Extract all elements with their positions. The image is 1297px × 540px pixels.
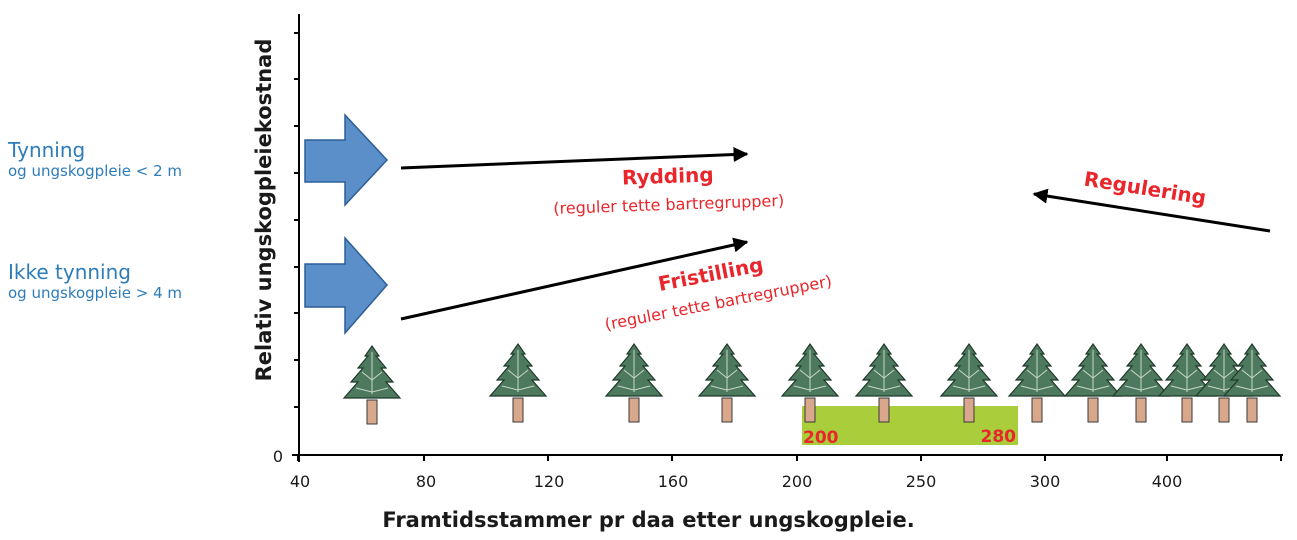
x-tick-label: 300 bbox=[1030, 472, 1061, 491]
x-tick-label: 80 bbox=[416, 472, 436, 491]
rydding-title: Rydding bbox=[622, 162, 714, 189]
fristilling-arrow bbox=[400, 237, 749, 321]
ikke-tynning-label: Ikke tynning bbox=[8, 260, 131, 284]
spruce-tree-icon bbox=[605, 343, 663, 423]
block-arrow-icon bbox=[304, 236, 389, 335]
rydding-subtitle: (reguler tette bartregrupper) bbox=[553, 191, 784, 218]
target-range-end: 280 bbox=[981, 427, 1017, 447]
tynning-label-group: Tynning og ungskogpleie < 2 m bbox=[8, 138, 182, 180]
spruce-tree-icon bbox=[1064, 343, 1122, 423]
x-tick-label: 120 bbox=[534, 472, 565, 491]
y-origin-label: 0 bbox=[273, 447, 283, 466]
y-axis-label: Relativ ungskogpleiekostnad bbox=[252, 38, 276, 382]
x-tick-label: 400 bbox=[1152, 472, 1183, 491]
target-range-start: 200 bbox=[803, 428, 839, 448]
spruce-tree-icon bbox=[698, 343, 756, 423]
x-tick-label: 200 bbox=[782, 472, 813, 491]
trees bbox=[343, 343, 1281, 425]
spruce-tree-icon bbox=[489, 343, 547, 423]
rydding-arrow bbox=[400, 147, 749, 170]
spruce-tree-icon bbox=[343, 345, 401, 425]
spruce-tree-icon bbox=[1112, 343, 1170, 423]
x-tick-label: 160 bbox=[658, 472, 689, 491]
block-arrow-icon bbox=[304, 113, 389, 207]
ikke-tynning-label-group: Ikke tynning og ungskogpleie > 4 m bbox=[8, 260, 182, 302]
regulering-arrow bbox=[1032, 188, 1271, 233]
x-tick-label: 40 bbox=[290, 472, 310, 491]
x-axis-label: Framtidsstammer pr daa etter ungskogplei… bbox=[382, 508, 915, 532]
target-range-bar bbox=[802, 406, 1018, 445]
y-axis bbox=[294, 14, 300, 462]
tynning-label: Tynning bbox=[8, 138, 86, 162]
ikke-tynning-sublabel: og ungskogpleie > 4 m bbox=[8, 284, 183, 302]
x-tick-label: 250 bbox=[906, 472, 937, 491]
x-axis bbox=[292, 454, 1283, 461]
tynning-sublabel: og ungskogpleie < 2 m bbox=[8, 162, 183, 180]
